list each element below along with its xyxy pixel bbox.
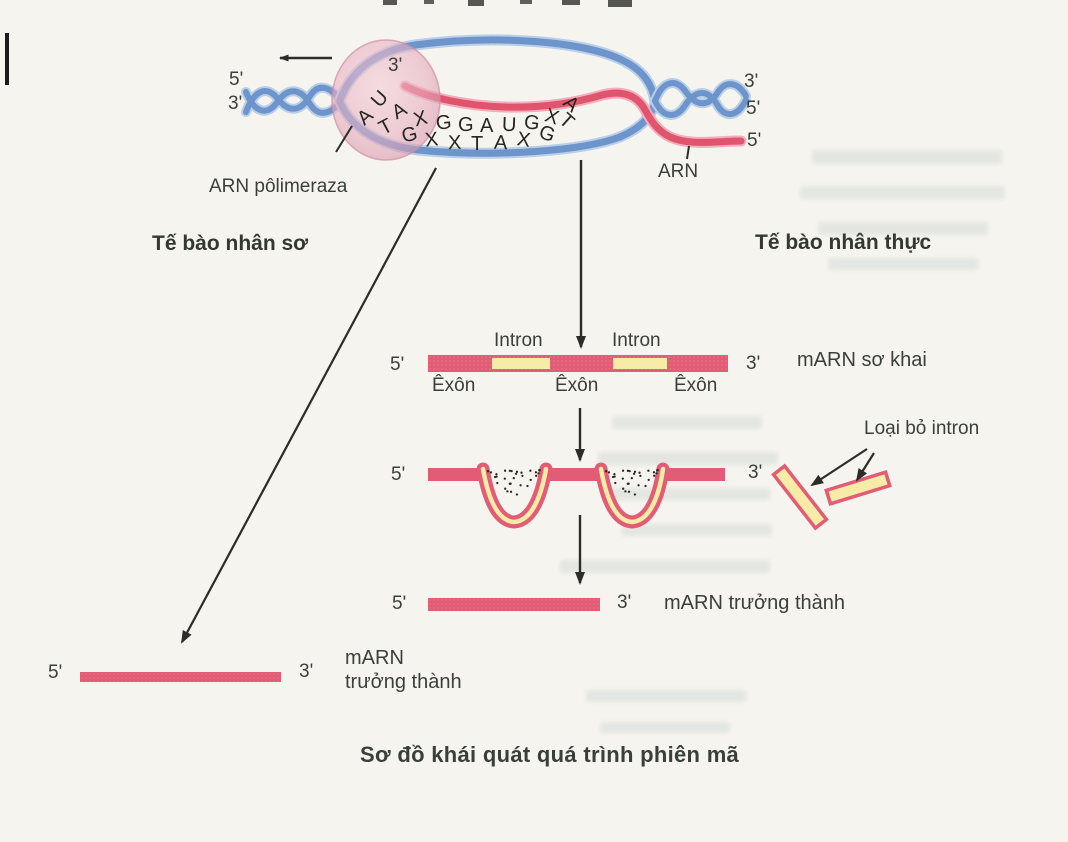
rna-pointer-line [686,145,690,160]
mature-mrna-name: mARN trưởng thành [664,592,846,614]
mature-mrna-five-prime: 5' [392,593,407,614]
intron-loop-2 [594,462,670,529]
exon-label-3: Êxôn [674,375,718,396]
prokaryote-mrna-name-line1: mARN [345,647,404,669]
eukaryote-title: Tế bào nhân thực [755,231,932,254]
page-bleed-artifact [600,722,730,733]
prokaryote-title: Tế bào nhân sơ [152,232,309,255]
mature-mrna-bar [428,598,600,611]
page-bleed-artifact [812,150,1002,164]
exon-label-2: Êxôn [555,375,599,396]
dna-helix-left [241,82,345,118]
right-end-five-prime: 5' [746,98,761,119]
mature-mrna-three-prime: 3' [617,592,632,613]
splicing-five-prime: 5' [391,464,406,485]
prokaryote-path-arrow [181,167,437,644]
spliced-strand [428,462,725,529]
primary-mrna-three-prime: 3' [746,353,761,374]
page-bleed-artifact [818,222,988,235]
prokaryote-mrna-name: mARN trưởng thành [345,646,462,694]
left-end-three-prime: 3' [228,93,243,114]
nascent-rna-three-prime: 3' [388,55,403,76]
scan-edge-artifacts [5,0,632,85]
left-end-five-prime: 5' [229,69,244,90]
intron-label-1: Intron [494,330,543,351]
nucleotide-letter: A [480,115,494,137]
prokaryote-mrna-name-line2: trưởng thành [345,671,462,693]
remove-intron-label: Loại bỏ intron [864,418,980,439]
right-end-three-prime: 3' [744,71,759,92]
rna-label: ARN [658,161,699,182]
intron-label-2: Intron [612,330,661,351]
prokaryote-mrna-three-prime: 3' [299,661,314,682]
excised-intron-1 [771,463,829,531]
page-bleed-artifact [586,690,746,702]
figure-caption: Sơ đồ khái quát quá trình phiên mã [360,742,740,767]
intron-loop-1 [476,462,553,529]
polymerase-label: ARN pôlimeraza [209,176,348,197]
nucleotide-letter: T [471,133,484,155]
page-bleed-artifact [622,524,772,536]
intron-segment-2 [613,358,667,369]
nucleotide-letter: X [447,131,462,155]
page-bleed-artifact [828,258,978,270]
page-bleed-artifact [560,560,770,573]
stipple-dots-2 [604,468,659,496]
page-bleed-artifact [612,416,762,429]
page-bleed-artifact [598,452,778,465]
prokaryote-mrna-five-prime: 5' [48,662,63,683]
primary-mrna-five-prime: 5' [390,354,405,375]
remove-intron-arrows [810,448,875,487]
nucleotide-letter: A [493,131,508,155]
prokaryote-mrna-bar [80,672,281,682]
rna-strand [399,80,747,148]
page-bleed-artifact [800,186,1005,199]
stipple-dots-1 [486,468,541,496]
dna-helix-right [650,78,751,120]
splicing-three-prime: 3' [748,462,763,483]
exon-label-1: Êxôn [432,375,476,396]
polymerase-pointer-line [335,125,353,153]
nucleotide-letter: X [423,128,440,152]
rna-polymerase [331,39,441,161]
primary-mrna-bar [428,355,728,372]
intron-segment-1 [492,358,550,369]
primary-mrna-name: mARN sơ khai [797,349,927,371]
rna-exit-five-prime: 5' [747,130,762,151]
